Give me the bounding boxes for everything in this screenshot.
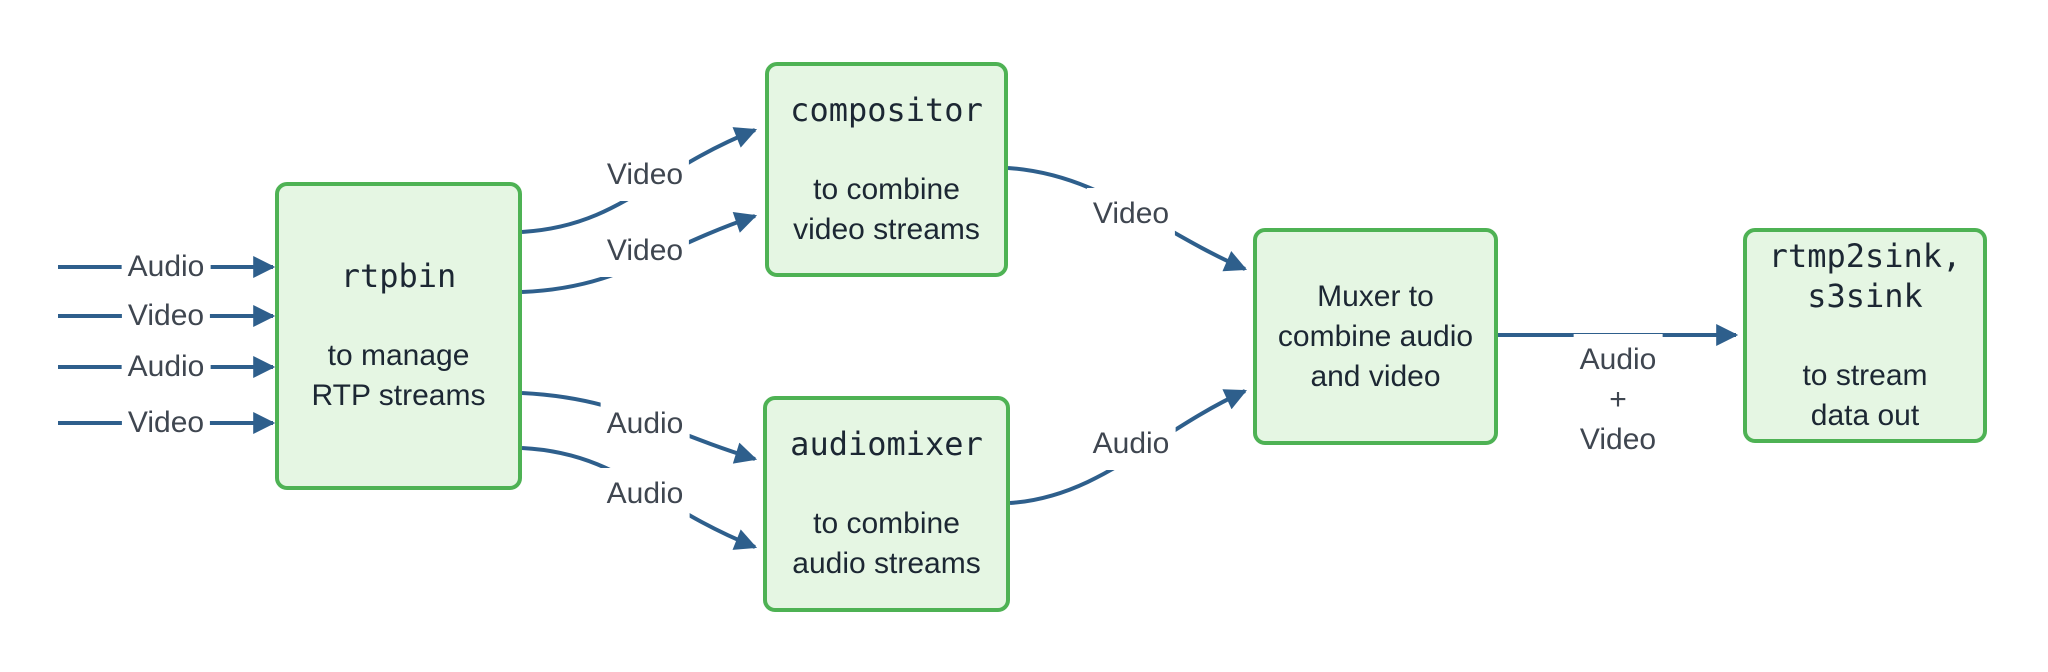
edge-label-muxer-to-sink: Audio + Video [1573, 334, 1663, 466]
node-compositor: compositor to combine video streams [765, 62, 1008, 277]
node-compositor-description: to combine video streams [793, 172, 980, 246]
node-muxer: Muxer to combine audio and video [1253, 228, 1498, 445]
node-audiomixer-title: audiomixer [790, 425, 983, 463]
node-muxer-description: Muxer to combine audio and video [1277, 279, 1474, 393]
edge-label-audio-to-audiomixer-2: Audio [600, 468, 690, 520]
edge-label-audio-to-audiomixer-1: Audio [600, 398, 690, 450]
node-rtpbin-title: rtpbin [340, 257, 457, 295]
edge-label-input-audio-2: Audio [121, 341, 211, 393]
edge-label-compositor-to-muxer: Video [1086, 188, 1176, 240]
edge-label-input-video-2: Video [121, 397, 211, 449]
node-audiomixer-description: to combine audio streams [792, 507, 981, 580]
edge-label-input-video-1: Video [121, 290, 211, 342]
edge-label-video-to-compositor-2: Video [600, 225, 690, 277]
node-sink-title: rtmp2sink, s3sink [1768, 236, 1962, 315]
node-rtpbin: rtpbin to manage RTP streams [275, 182, 522, 490]
node-rtpbin-description: to manage RTP streams [311, 339, 486, 412]
node-sink: rtmp2sink, s3sink to stream data out [1743, 228, 1987, 443]
edge-label-video-to-compositor-1: Video [600, 149, 690, 201]
node-audiomixer: audiomixer to combine audio streams [763, 396, 1010, 612]
node-compositor-title: compositor [790, 90, 983, 129]
edge-label-input-audio-1: Audio [121, 241, 211, 293]
edge-label-audiomixer-to-muxer: Audio [1086, 418, 1176, 470]
node-sink-description: to stream data out [1802, 358, 1928, 432]
